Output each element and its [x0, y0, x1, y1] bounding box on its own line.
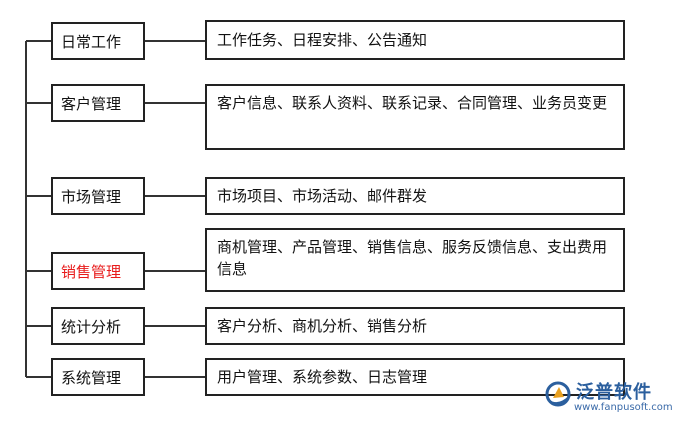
detail-customer-management: 客户信息、联系人资料、联系记录、合同管理、业务员变更: [205, 84, 625, 150]
brand-name: 泛普软件: [576, 382, 652, 403]
category-label: 销售管理: [61, 262, 122, 281]
category-label: 市场管理: [61, 187, 122, 206]
category-customer-management: 客户管理: [51, 84, 145, 122]
detail-statistics-analysis: 客户分析、商机分析、销售分析: [205, 307, 625, 345]
detail-text: 客户信息、联系人资料、联系记录、合同管理、业务员变更: [217, 94, 608, 112]
category-statistics-analysis: 统计分析: [51, 307, 145, 345]
detail-text: 客户分析、商机分析、销售分析: [217, 317, 428, 335]
brand-url: www.fanpusoft.com: [574, 402, 673, 413]
category-daily-work: 日常工作: [51, 22, 145, 60]
category-label: 日常工作: [61, 32, 122, 51]
category-sales-management: 销售管理: [51, 252, 145, 290]
detail-market-management: 市场项目、市场活动、邮件群发: [205, 177, 625, 215]
category-market-management: 市场管理: [51, 177, 145, 215]
brand-mark-icon: [545, 381, 571, 407]
brand-logo: 泛普软件 www.fanpusoft.com: [544, 378, 673, 420]
detail-text: 工作任务、日程安排、公告通知: [217, 31, 428, 49]
detail-daily-work: 工作任务、日程安排、公告通知: [205, 20, 625, 60]
detail-sales-management: 商机管理、产品管理、销售信息、服务反馈信息、支出费用信息: [205, 228, 625, 292]
category-label: 客户管理: [61, 94, 122, 113]
detail-text: 市场项目、市场活动、邮件群发: [217, 187, 428, 205]
category-system-management: 系统管理: [51, 358, 145, 396]
detail-text: 商机管理、产品管理、销售信息、服务反馈信息、支出费用信息: [217, 238, 608, 278]
detail-text: 用户管理、系统参数、日志管理: [217, 368, 428, 386]
category-label: 统计分析: [61, 317, 122, 336]
detail-system-management: 用户管理、系统参数、日志管理: [205, 358, 625, 396]
category-label: 系统管理: [61, 368, 122, 387]
